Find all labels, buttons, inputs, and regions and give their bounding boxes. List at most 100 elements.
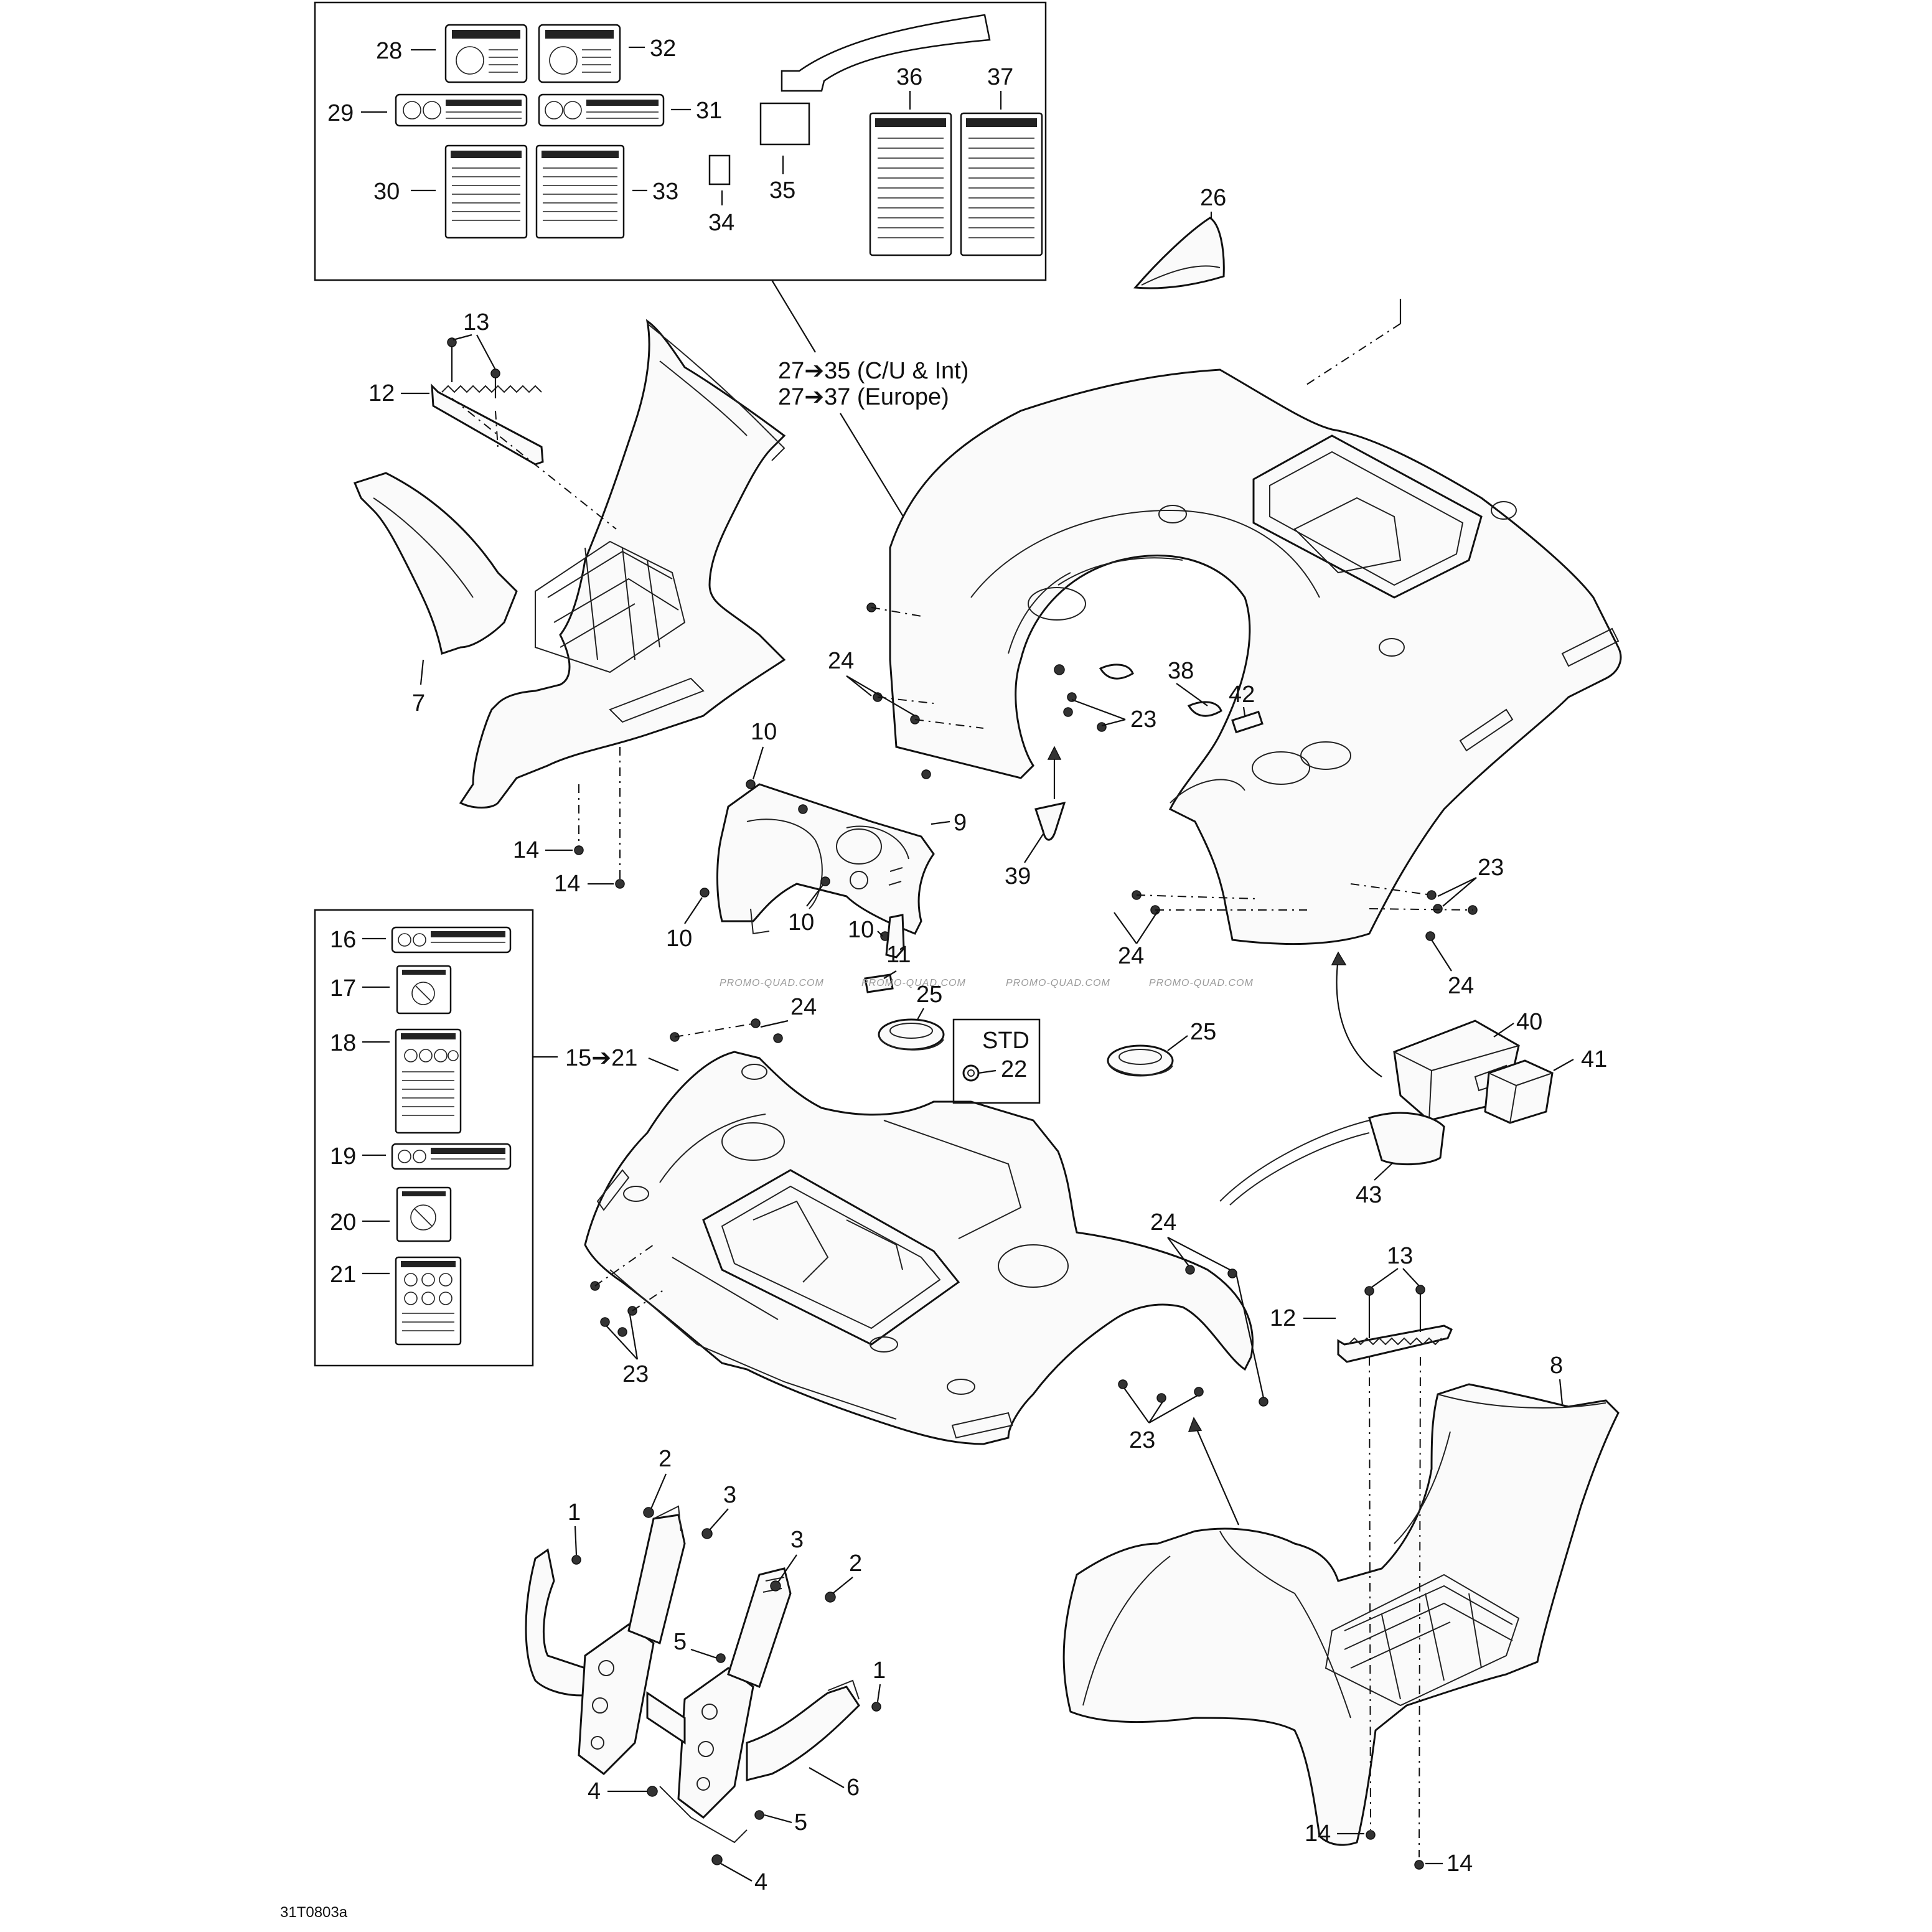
part-42 xyxy=(1231,710,1264,734)
callout-35: 35 xyxy=(769,177,795,204)
part-rear-fender xyxy=(889,368,1622,945)
callout-18: 18 xyxy=(330,1030,356,1056)
callout-24-d: 24 xyxy=(790,994,817,1020)
callout-24-c: 24 xyxy=(1448,973,1474,999)
part-front-fender xyxy=(584,1051,1254,1445)
callout-24-e: 24 xyxy=(1150,1209,1176,1236)
callout-43: 43 xyxy=(1356,1182,1382,1208)
callout-10-a: 10 xyxy=(751,719,777,745)
callout-3-a: 3 xyxy=(723,1482,736,1508)
part-11-clip-b xyxy=(864,973,894,993)
decal-inset-box-left xyxy=(314,909,534,1367)
decal-32 xyxy=(538,24,621,83)
decal-36 xyxy=(869,112,952,256)
callout-30: 30 xyxy=(373,179,400,205)
callout-8: 8 xyxy=(1550,1353,1563,1379)
part-22-washer xyxy=(962,1064,980,1082)
decal-20 xyxy=(396,1186,452,1242)
part-12-step-left xyxy=(431,383,544,466)
part-9-inner-panel xyxy=(716,783,935,935)
decal-21 xyxy=(395,1256,462,1346)
callout-29: 29 xyxy=(327,100,354,126)
callout-14-a: 14 xyxy=(513,837,539,863)
callout-25-a: 25 xyxy=(916,982,942,1008)
callout-10-d: 10 xyxy=(848,917,874,943)
decal-31 xyxy=(538,93,665,127)
callout-42: 42 xyxy=(1229,682,1255,708)
hardware-rear-bottom xyxy=(1132,883,1478,941)
decal-18 xyxy=(395,1028,462,1134)
decal-37 xyxy=(960,112,1043,256)
callout-26: 26 xyxy=(1200,185,1226,211)
callout-14-d: 14 xyxy=(1447,1850,1473,1877)
callout-5-b: 5 xyxy=(794,1809,807,1836)
part-41 xyxy=(1484,1059,1554,1124)
watermark-2: PROMO-QUAD.COM xyxy=(861,978,966,988)
callout-17: 17 xyxy=(330,975,356,1001)
callout-12-a: 12 xyxy=(368,380,395,406)
callout-41: 41 xyxy=(1581,1046,1607,1072)
part-26-cap xyxy=(1133,217,1225,289)
callout-14-c: 14 xyxy=(1305,1821,1331,1847)
callout-3-b: 3 xyxy=(790,1527,804,1553)
callout-4-a: 4 xyxy=(588,1778,601,1804)
callout-9: 9 xyxy=(954,810,967,836)
callout-38: 38 xyxy=(1168,658,1194,684)
decal-35 xyxy=(759,14,991,146)
callout-10-b: 10 xyxy=(666,926,692,952)
watermark-4: PROMO-QUAD.COM xyxy=(1149,978,1254,988)
callout-19: 19 xyxy=(330,1143,356,1170)
part-25-cap-b xyxy=(1107,1044,1174,1077)
hardware-rear-left xyxy=(866,603,1107,732)
part-38-grommet-b xyxy=(1187,701,1222,717)
callout-2-b: 2 xyxy=(849,1550,862,1577)
decal-30 xyxy=(444,144,528,239)
callout-36: 36 xyxy=(896,64,922,90)
callout-28: 28 xyxy=(376,38,402,64)
decal-19 xyxy=(391,1143,512,1170)
callout-14-b: 14 xyxy=(554,871,580,897)
callout-24-a: 24 xyxy=(828,648,854,674)
decal-17 xyxy=(396,965,452,1015)
part-25-cap-a xyxy=(878,1018,945,1051)
callout-4-b: 4 xyxy=(754,1869,767,1895)
callout-40: 40 xyxy=(1516,1009,1542,1035)
callout-27-35: 27➔35 (C/U & Int) xyxy=(778,358,968,384)
callout-15-21: 15➔21 xyxy=(565,1045,637,1071)
part-6-bumper xyxy=(525,1505,860,1844)
watermark-1: PROMO-QUAD.COM xyxy=(720,978,824,988)
part-39 xyxy=(1034,801,1066,841)
callout-11: 11 xyxy=(886,942,911,968)
callout-27-37: 27➔37 (Europe) xyxy=(778,384,949,410)
callout-13-b: 13 xyxy=(1387,1243,1413,1269)
part-8-footwell-right xyxy=(1062,1383,1620,1846)
decal-28 xyxy=(444,24,528,83)
callout-25-b: 25 xyxy=(1190,1019,1216,1045)
callout-37: 37 xyxy=(987,64,1013,90)
decal-29 xyxy=(395,93,528,127)
std-box xyxy=(952,1018,1041,1104)
decal-34 xyxy=(708,154,731,185)
callout-31: 31 xyxy=(696,98,722,124)
callout-6: 6 xyxy=(846,1775,860,1801)
part-11-clip xyxy=(885,914,905,959)
decal-16 xyxy=(391,926,512,954)
callout-13-a: 13 xyxy=(463,309,489,335)
callout-21: 21 xyxy=(330,1262,356,1288)
callout-23-c: 23 xyxy=(622,1361,649,1387)
callout-10-c: 10 xyxy=(788,909,814,936)
callout-1-b: 1 xyxy=(873,1658,886,1684)
callout-24-b: 24 xyxy=(1118,943,1144,969)
part-7-footwell-left xyxy=(353,319,786,809)
callout-12-b: 12 xyxy=(1270,1305,1296,1331)
callout-23-b: 23 xyxy=(1478,855,1504,881)
callout-33: 33 xyxy=(652,179,678,205)
part-38-grommet xyxy=(1099,664,1134,680)
callout-39: 39 xyxy=(1005,863,1031,889)
callout-23-d: 23 xyxy=(1129,1427,1155,1453)
callout-22: 22 xyxy=(1001,1056,1027,1082)
callout-16: 16 xyxy=(330,927,356,953)
part-43 xyxy=(1219,1112,1445,1206)
callout-32: 32 xyxy=(650,35,676,62)
